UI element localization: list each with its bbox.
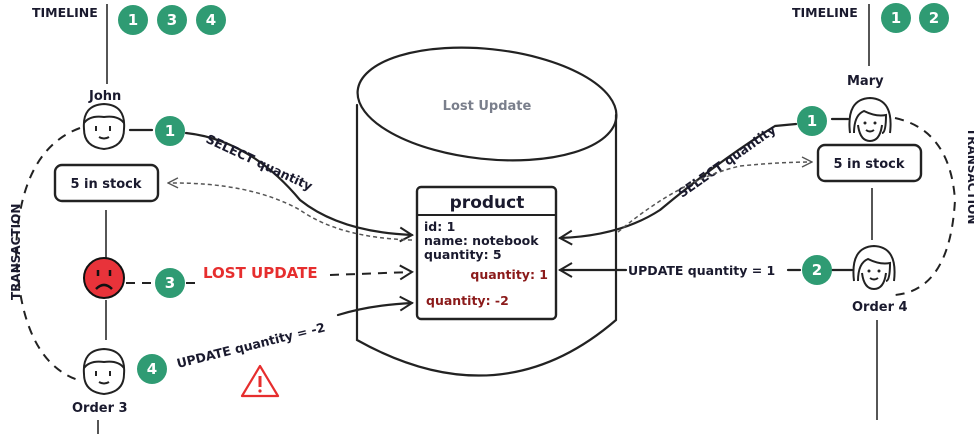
left-timeline: TIMELINE 1 3 4 xyxy=(32,4,226,84)
right-step-2-badge: 2 xyxy=(802,255,832,285)
left-step-4-badge: 4 xyxy=(137,354,167,384)
john-order-avatar-icon xyxy=(82,347,126,396)
left-select-label: SELECT quantity xyxy=(204,131,315,193)
right-step-1-badge: 1 xyxy=(797,106,827,136)
svg-text:3: 3 xyxy=(167,11,177,29)
svg-text:4: 4 xyxy=(147,360,157,378)
product-row-id: id: 1 xyxy=(424,219,455,234)
john-avatar-icon xyxy=(82,102,126,151)
svg-text:2: 2 xyxy=(929,9,939,27)
svg-text:1: 1 xyxy=(165,122,175,140)
left-timeline-label: TIMELINE xyxy=(32,5,98,20)
right-timeline-label: TIMELINE xyxy=(792,5,858,20)
left-step-1-badge: 1 xyxy=(155,116,185,146)
left-timeline-step-3: 3 xyxy=(157,5,187,35)
svg-text:1: 1 xyxy=(128,11,138,29)
left-timeline-step-4: 4 xyxy=(196,5,226,35)
svg-text:3: 3 xyxy=(165,274,175,292)
product-table-name: product xyxy=(450,193,525,213)
product-row-name: name: notebook xyxy=(424,233,539,248)
right-select-label: SELECT quantity xyxy=(675,122,778,201)
database-label: Lost Update xyxy=(443,99,532,114)
left-transaction-label: TRANSACTION xyxy=(9,204,23,300)
left-timeline-step-1: 1 xyxy=(118,5,148,35)
sad-face-icon xyxy=(83,257,125,299)
right-timeline-step-1: 1 xyxy=(881,3,911,33)
product-table-frame xyxy=(415,185,558,321)
database-cylinder: Lost Update xyxy=(355,46,618,377)
right-stock-text: 5 in stock xyxy=(833,157,904,172)
right-timeline-step-2: 2 xyxy=(919,3,949,33)
right-select-return-arrow xyxy=(617,162,812,233)
right-stock-box xyxy=(816,143,923,183)
left-order-label: Order 3 xyxy=(72,401,128,416)
right-timeline: TIMELINE 1 2 xyxy=(792,3,949,66)
lost-update-label: LOST UPDATE xyxy=(203,264,318,282)
cylinder-top xyxy=(356,46,618,162)
left-stock-box xyxy=(53,163,160,203)
left-update-label: UPDATE quantity = -2 xyxy=(175,319,327,370)
left-select-arrow xyxy=(184,131,414,243)
svg-text:2: 2 xyxy=(812,261,822,279)
user-name-mary: Mary xyxy=(847,74,884,89)
cylinder-body xyxy=(355,103,618,377)
mary-avatar-icon xyxy=(848,96,892,143)
lost-update-arrow xyxy=(329,264,414,281)
product-update-quantity-minus-2: quantity: -2 xyxy=(426,293,509,308)
svg-text:1: 1 xyxy=(807,112,817,130)
svg-text:1: 1 xyxy=(891,9,901,27)
right-transaction-arc xyxy=(894,117,957,296)
left-update-arrow xyxy=(336,295,414,317)
svg-text:4: 4 xyxy=(206,11,216,29)
product-row-quantity: quantity: 5 xyxy=(424,247,502,262)
left-select-return-arrow xyxy=(168,183,413,241)
right-order-label: Order 4 xyxy=(852,300,908,315)
product-table: product id: 1 name: notebook quantity: 5… xyxy=(415,185,558,321)
user-name-john: John xyxy=(88,89,121,104)
right-update-label: UPDATE quantity = 1 xyxy=(628,263,775,278)
product-update-quantity-1: quantity: 1 xyxy=(470,267,548,282)
left-step-3-badge: 3 xyxy=(155,268,185,298)
right-transaction-label: TRANSACTION xyxy=(965,128,974,224)
left-transaction-arc xyxy=(14,127,81,381)
warning-icon xyxy=(240,364,280,398)
mary-order-avatar-icon xyxy=(852,244,896,291)
right-select-arrow xyxy=(558,122,798,246)
left-stock-text: 5 in stock xyxy=(70,177,141,192)
